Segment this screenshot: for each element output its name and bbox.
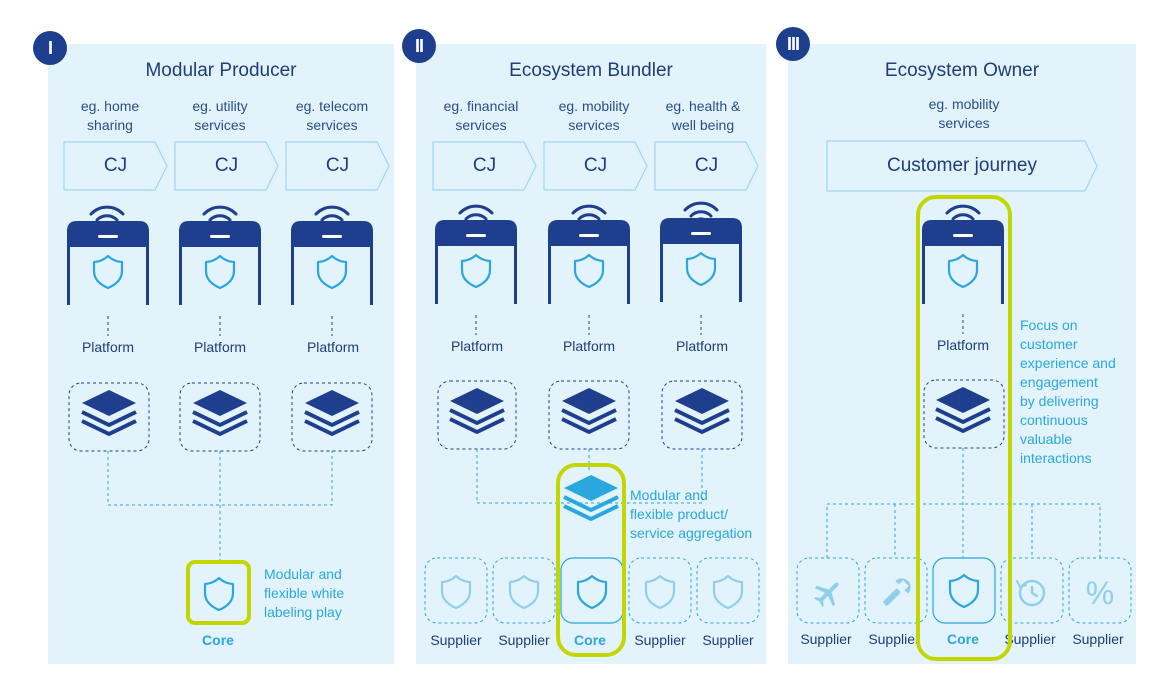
clock-icon <box>1016 579 1046 607</box>
core-highlight-box <box>556 463 626 657</box>
panel-title-2: Ecosystem Bundler <box>509 60 673 81</box>
supplier-box <box>864 557 928 624</box>
layers-icon <box>562 473 620 521</box>
panel-title-1: Modular Producer <box>145 60 297 81</box>
plane-icon <box>813 582 839 608</box>
platform-box <box>548 380 630 450</box>
platform-label: Platform <box>936 337 990 353</box>
supplier-label: Supplier <box>1072 631 1124 647</box>
core-label: Core <box>574 632 606 648</box>
supplier-box <box>492 557 556 624</box>
shield-icon <box>508 574 540 610</box>
platform-label: Platform <box>81 339 135 355</box>
panel-number-badge-2: II <box>402 29 436 63</box>
supplier-label: Supplier <box>868 631 920 647</box>
platform-label: Platform <box>193 339 247 355</box>
layers-icon <box>448 386 506 434</box>
platform-label: Platform <box>450 338 504 354</box>
phone-icon <box>548 220 630 304</box>
phone-icon <box>660 218 742 302</box>
customer-journey-arrow: CJ <box>543 141 648 191</box>
platform-box <box>68 382 150 452</box>
platform-label: Platform <box>675 338 729 354</box>
core-highlight-box <box>186 560 251 625</box>
shield-icon <box>948 573 980 609</box>
supplier-box <box>424 557 488 624</box>
supplier-box <box>796 557 860 624</box>
supplier-box <box>1000 557 1064 624</box>
layers-icon <box>191 388 249 436</box>
supplier-label: Supplier <box>634 632 686 648</box>
phone-icon <box>67 221 149 305</box>
shield-icon <box>440 574 472 610</box>
platform-box <box>291 382 373 452</box>
ecosystem-owner-highlight-box <box>916 195 1012 661</box>
layers-icon <box>934 385 992 433</box>
supplier-box <box>696 557 760 624</box>
platform-label: Platform <box>562 338 616 354</box>
layers-icon <box>80 388 138 436</box>
percent-icon: % <box>1086 575 1114 611</box>
platform-box <box>661 380 743 450</box>
layers-icon <box>303 388 361 436</box>
supplier-label: Supplier <box>498 632 550 648</box>
core-label: Core <box>947 631 979 647</box>
supplier-label: Supplier <box>702 632 754 648</box>
panel-ecosystem-owner <box>788 44 1136 664</box>
phone-icon <box>435 220 517 304</box>
shield-icon <box>203 576 235 612</box>
panel-ecosystem-bundler <box>416 44 766 664</box>
wrench-icon <box>883 578 911 606</box>
platform-label: Platform <box>306 339 360 355</box>
customer-journey-arrow: Customer journey <box>826 140 1098 192</box>
core-label: Core <box>202 632 234 648</box>
supplier-box <box>1068 557 1132 624</box>
panel-title-3: Ecosystem Owner <box>884 60 1040 81</box>
phone-icon <box>922 220 1004 304</box>
supplier-box <box>628 557 692 624</box>
core-box <box>932 557 996 624</box>
layers-icon <box>560 386 618 434</box>
core-box <box>560 557 624 624</box>
phone-icon <box>291 221 373 305</box>
phone-icon <box>179 221 261 305</box>
supplier-label: Supplier <box>1004 631 1056 647</box>
customer-journey-arrow: CJ <box>432 141 537 191</box>
example-label: eg. health &well being <box>665 98 741 133</box>
panel-number-badge-1: I <box>33 31 67 65</box>
shield-icon <box>712 574 744 610</box>
customer-journey-arrow: CJ <box>174 141 279 191</box>
platform-box <box>923 379 1005 449</box>
shield-icon <box>576 574 608 610</box>
customer-journey-arrow: CJ <box>654 141 759 191</box>
layers-icon <box>673 386 731 434</box>
supplier-label: Supplier <box>800 631 852 647</box>
customer-journey-arrow: CJ <box>285 141 390 191</box>
customer-journey-arrow: CJ <box>63 141 168 191</box>
shield-icon <box>644 574 676 610</box>
supplier-label: Supplier <box>430 632 482 648</box>
platform-box <box>179 382 261 452</box>
panel-number-badge-3: III <box>776 27 810 61</box>
